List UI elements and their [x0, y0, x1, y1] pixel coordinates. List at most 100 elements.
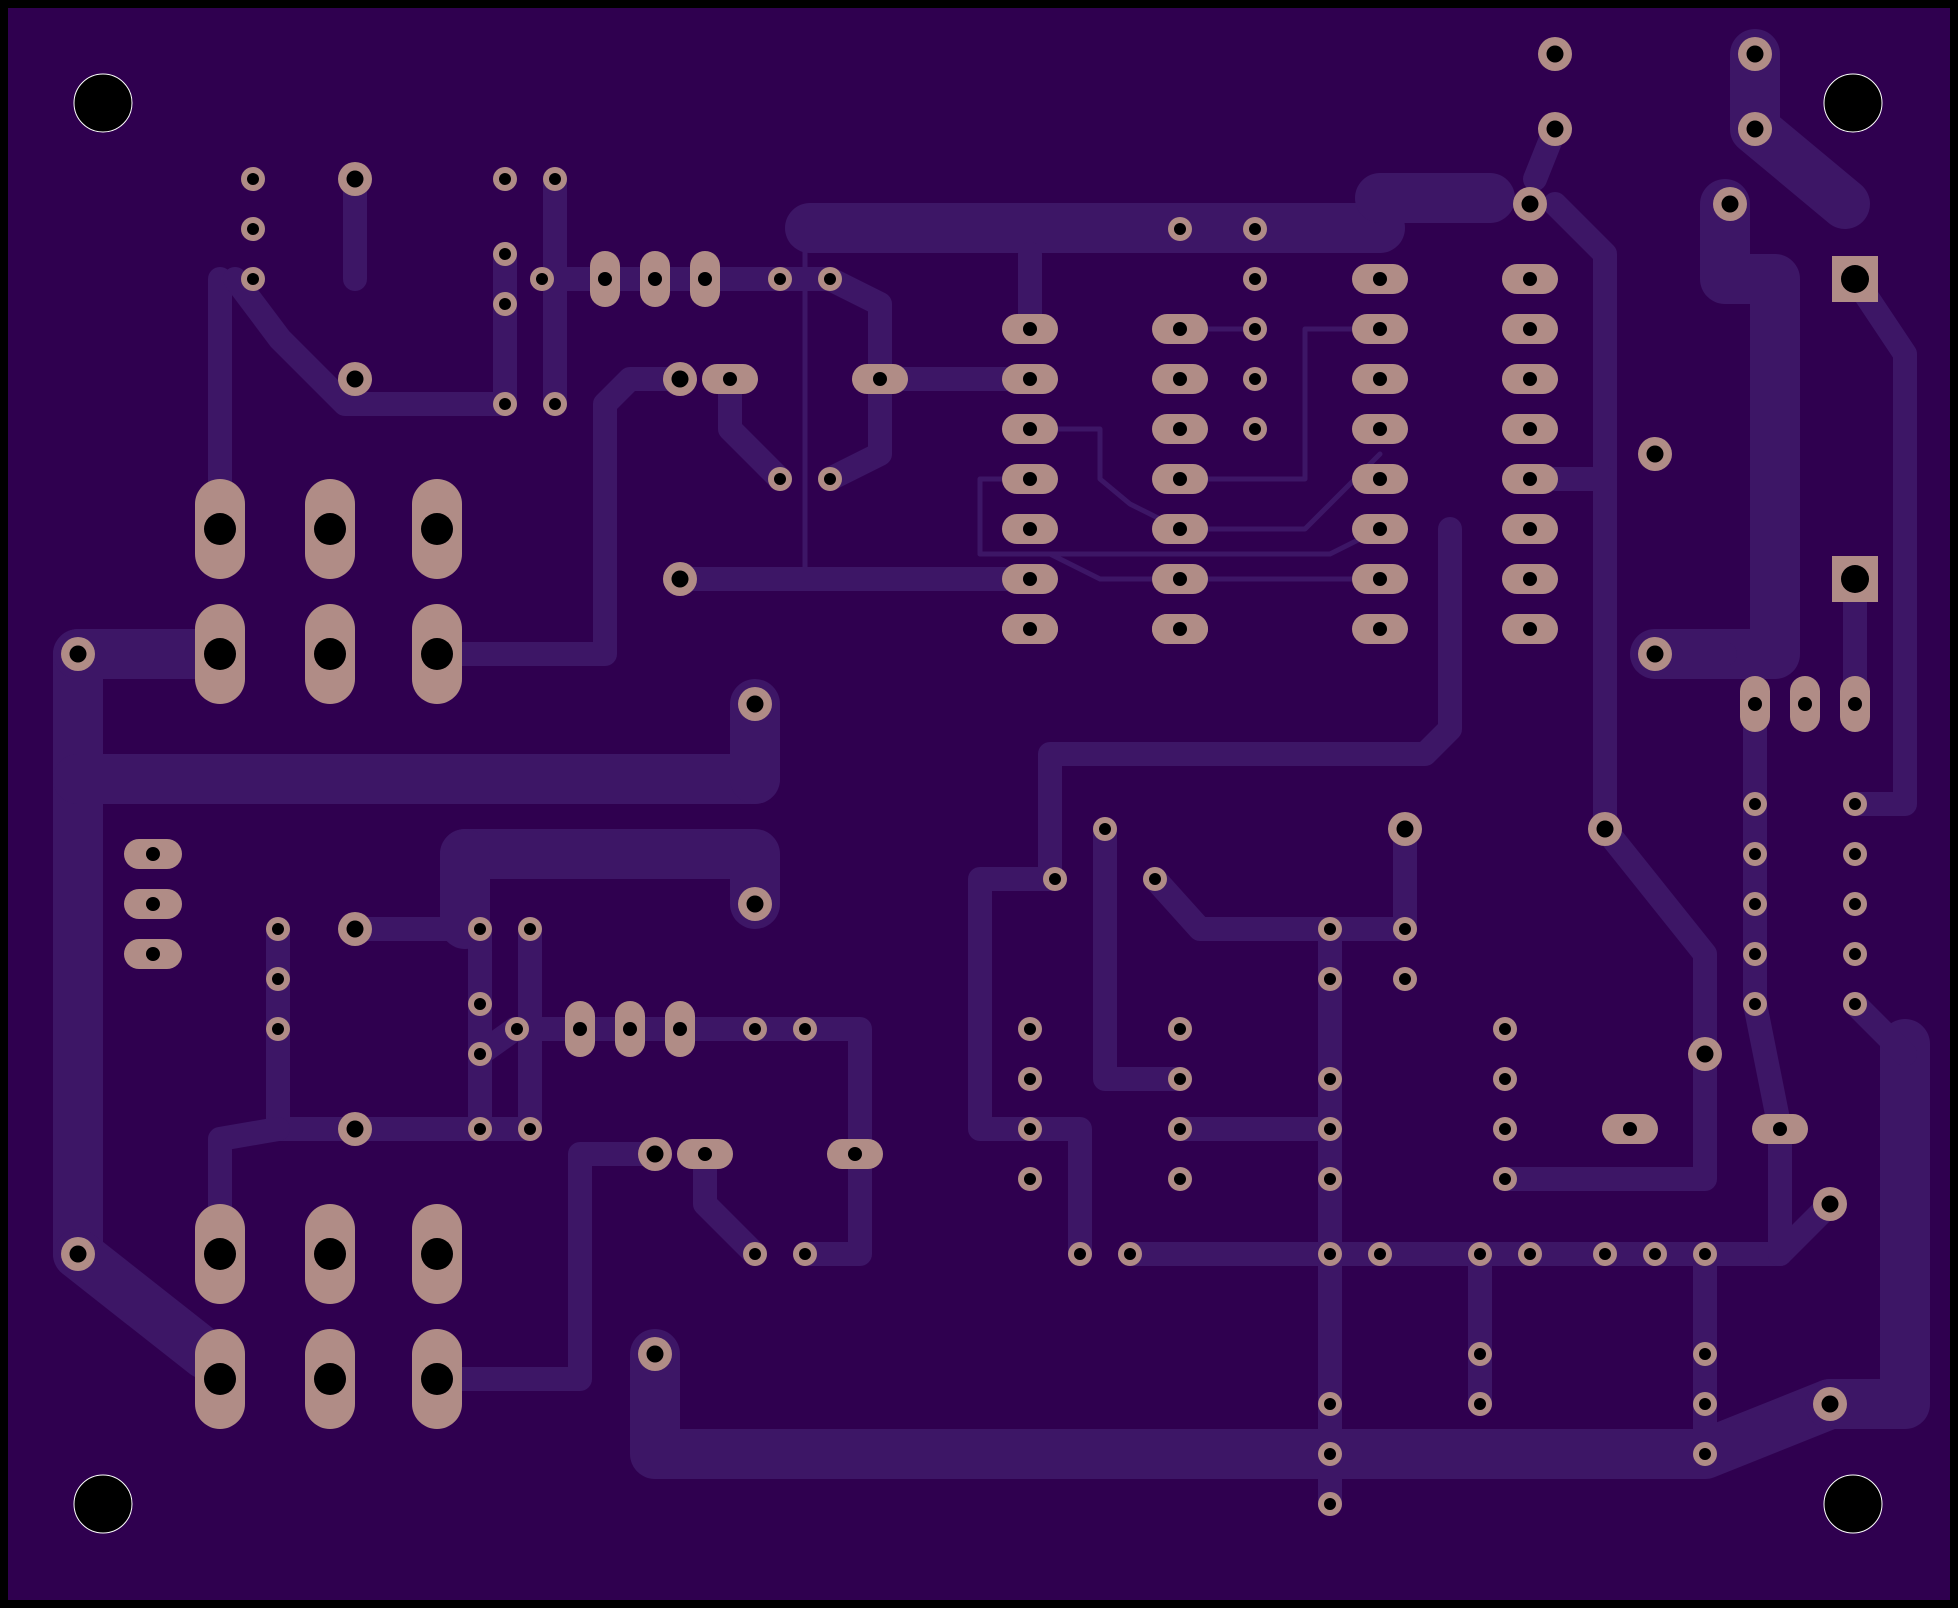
pad-drill [1374, 1248, 1386, 1260]
pad-drill [272, 923, 284, 935]
pad-drill [1324, 1248, 1336, 1260]
pad-drill [247, 173, 259, 185]
power-trace [1805, 1019, 1930, 1429]
pad-drill [1024, 1173, 1036, 1185]
pad-drill [1523, 572, 1537, 586]
pad-drill [499, 398, 511, 410]
pad-drill [1373, 372, 1387, 386]
signal-trace [968, 867, 1092, 1266]
pad-drill [1749, 998, 1761, 1010]
pad-drill [1124, 1248, 1136, 1260]
pad-drill [1373, 272, 1387, 286]
pad-drill [824, 273, 836, 285]
pad-drill [1373, 322, 1387, 336]
pad-drill [774, 273, 786, 285]
pad-drill [1721, 195, 1739, 213]
signal-trace [718, 367, 792, 491]
pad-drill [524, 923, 536, 935]
pad-drill [1399, 923, 1411, 935]
pad-drill [1373, 472, 1387, 486]
jack-drill [204, 638, 236, 670]
pad-drill [499, 298, 511, 310]
signal-trace [1843, 267, 1917, 816]
pad-drill [1174, 223, 1186, 235]
pad-drill [1699, 1448, 1711, 1460]
jack-drill [421, 1238, 453, 1270]
pad-drill [1523, 622, 1537, 636]
pad-drill [1324, 1448, 1336, 1460]
power-trace [630, 1329, 1855, 1479]
pad-drill [1523, 372, 1537, 386]
pad-drill [1396, 820, 1414, 838]
pad-drill [499, 248, 511, 260]
pad-drill [1023, 322, 1037, 336]
pad-drill [1523, 272, 1537, 286]
pad-drill [536, 273, 548, 285]
signal-trace [1493, 192, 1717, 1191]
fine-trace [1027, 426, 1383, 532]
signal-trace [1038, 517, 1462, 891]
jack-drill [204, 513, 236, 545]
pad-drill [1373, 572, 1387, 586]
pad-drill [474, 1123, 486, 1135]
pad-drill [272, 973, 284, 985]
mounting-hole [73, 1474, 133, 1534]
pad-drill [1373, 422, 1387, 436]
pad-drill [1173, 522, 1187, 536]
pad-drill [1324, 923, 1336, 935]
pad-drill [749, 1248, 761, 1260]
pad-drill [1174, 1123, 1186, 1135]
pad-drill [1546, 45, 1564, 63]
jack-drill [421, 1363, 453, 1395]
pad-drill [146, 947, 160, 961]
pad-drill [549, 173, 561, 185]
mounting-hole [1823, 73, 1883, 133]
pad-drill [1746, 45, 1764, 63]
pad-drill [746, 895, 764, 913]
pad-drill [1521, 195, 1539, 213]
pad-drill [1849, 898, 1861, 910]
fine-trace [1177, 326, 1383, 482]
jack-drill [314, 1238, 346, 1270]
pad-drill [1023, 522, 1037, 536]
pad-drill [1023, 372, 1037, 386]
pad-drill [1821, 1195, 1839, 1213]
jack-drill [421, 513, 453, 545]
pad-drill [1074, 1248, 1086, 1260]
pad-drill [573, 1022, 587, 1036]
pad-drill [1596, 820, 1614, 838]
pad-drill [1841, 265, 1869, 293]
pad-drill [1499, 1073, 1511, 1085]
component-pads [61, 37, 1878, 1516]
pad-drill [1599, 1248, 1611, 1260]
pad-drill [1023, 622, 1037, 636]
pad-drill [1023, 422, 1037, 436]
pad-drill [1474, 1348, 1486, 1360]
pad-drill [1474, 1248, 1486, 1260]
pad-drill [524, 1123, 536, 1135]
pad-drill [1324, 1498, 1336, 1510]
pad-drill [1524, 1248, 1536, 1260]
pad-drill [1849, 798, 1861, 810]
power-trace [53, 1229, 230, 1379]
pad-drill [69, 645, 87, 663]
pad-drill [646, 1145, 664, 1163]
pad-drill [1023, 472, 1037, 486]
pad-drill [474, 998, 486, 1010]
pad-drill [1523, 422, 1537, 436]
pad-drill [1174, 1173, 1186, 1185]
pad-drill [746, 695, 764, 713]
mounting-holes [73, 73, 1883, 1534]
pad-drill [824, 473, 836, 485]
pad-drill [1749, 948, 1761, 960]
pad-drill [1174, 1073, 1186, 1085]
pad-drill [1848, 697, 1862, 711]
pad-drill [799, 1248, 811, 1260]
pad-drill [1324, 1073, 1336, 1085]
pad-drill [1499, 1023, 1511, 1035]
pad-drill [1849, 948, 1861, 960]
jack-drill [421, 638, 453, 670]
pad-drill [1024, 1023, 1036, 1035]
pad-drill [69, 1245, 87, 1263]
